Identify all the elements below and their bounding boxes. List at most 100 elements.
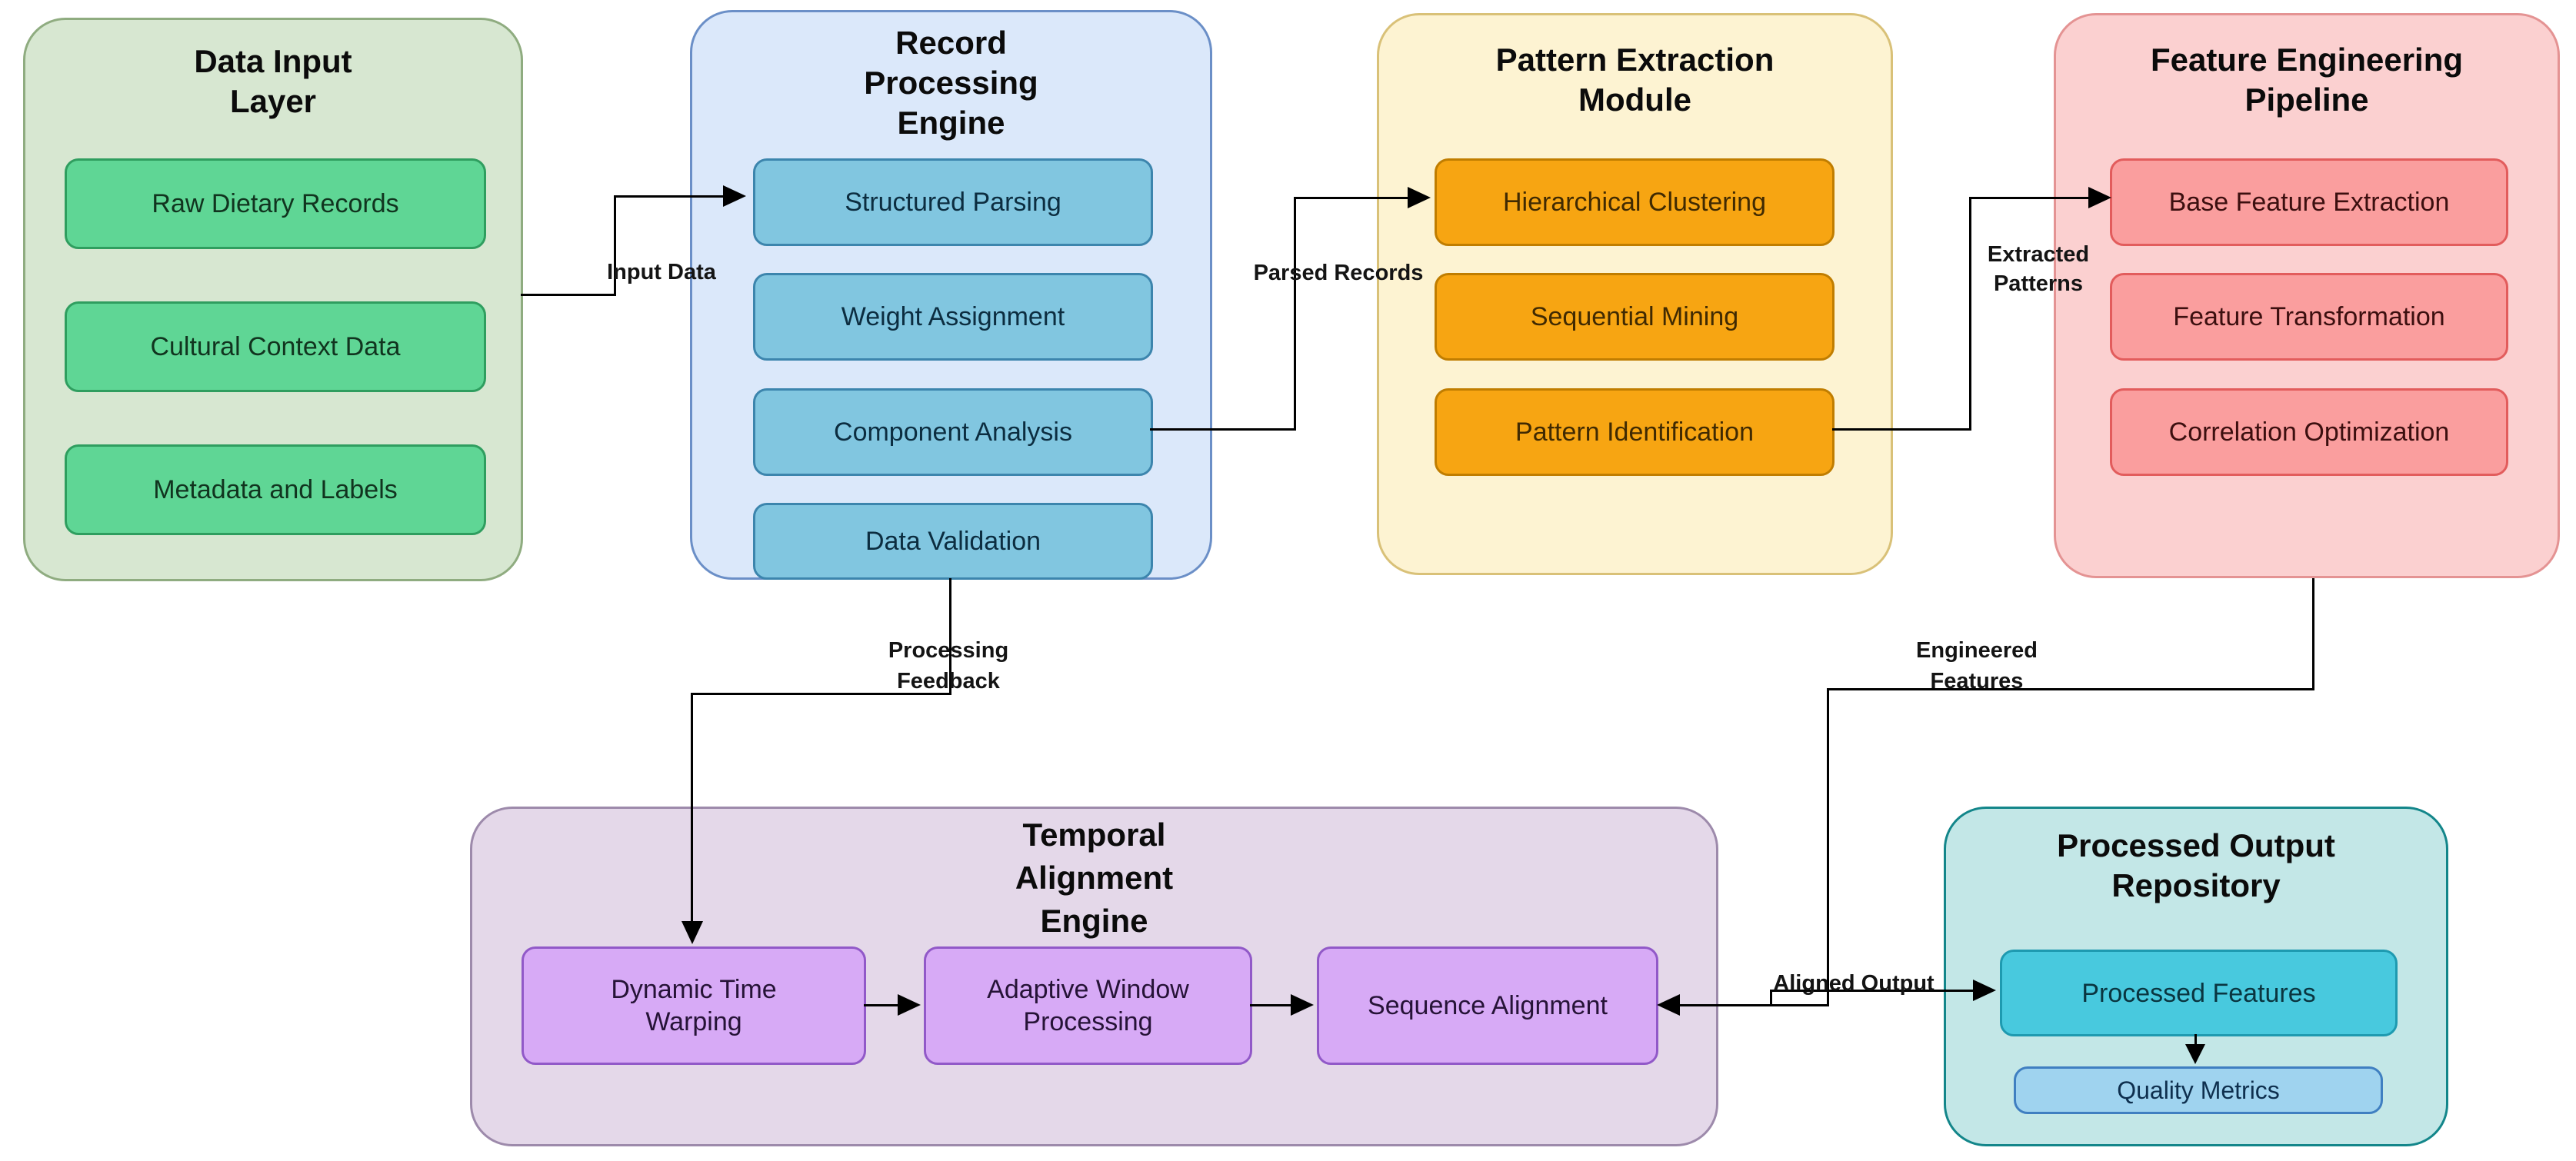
title-line: Data Input (194, 43, 352, 79)
node-label: Data Validation (865, 527, 1041, 556)
node-raw-dietary-records: Raw Dietary Records (65, 158, 486, 249)
container-title-feature-engineering-pipeline: Feature Engineering Pipeline (2056, 40, 2558, 120)
container-title-processed-output-repository: Processed Output Repository (1946, 826, 2446, 906)
node-label: Base Feature Extraction (2168, 188, 2450, 217)
edge-aligned-output-arrowhead (1973, 980, 1996, 1001)
node-hierarchical-clustering: Hierarchical Clustering (1435, 158, 1835, 246)
edge-dtw-awp-arrowhead (898, 994, 921, 1016)
edge-awp-sa-arrowhead (1291, 994, 1314, 1016)
node-processed-features: Processed Features (2000, 950, 2398, 1036)
edge-label-processing-feedback: Processing Feedback (888, 638, 1009, 694)
edge-processing-feedback-segment (949, 578, 951, 695)
node-label: Feature Transformation (2173, 302, 2445, 331)
edge-extracted-patterns-segment (1969, 198, 1971, 431)
node-label: Cultural Context Data (150, 332, 401, 361)
edge-input-data-arrowhead (723, 185, 746, 207)
container-title-data-input-layer: Data Input Layer (25, 42, 521, 121)
container-title-pattern-extraction-module: Pattern Extraction Module (1379, 40, 1891, 120)
edge-label-aligned-output: Aligned Output (1773, 971, 1934, 996)
node-label: Correlation Optimization (2168, 417, 2450, 447)
edge-pf-qm-arrowhead (2185, 1044, 2205, 1064)
node-data-validation: Data Validation (753, 503, 1153, 580)
title-line: Pattern Extraction (1495, 42, 1775, 78)
title-line: Engine (1040, 903, 1148, 939)
node-label: Metadata and Labels (153, 475, 398, 504)
container-pattern-extraction-module: Pattern Extraction Module Hierarchical C… (1377, 13, 1893, 575)
node-label: Quality Metrics (2117, 1076, 2280, 1104)
container-feature-engineering-pipeline: Feature Engineering Pipeline Base Featur… (2054, 13, 2560, 578)
edge-parsed-records-arrowhead (1408, 187, 1431, 208)
node-label: Structured Parsing (845, 188, 1061, 217)
node-label: Component Analysis (834, 417, 1072, 447)
node-label: Sequential Mining (1530, 302, 1739, 331)
title-line: Processing (864, 65, 1038, 101)
edge-engineered-features-segment (1827, 688, 1829, 1006)
edge-input-data-segment (521, 294, 615, 296)
edge-parsed-records-segment (1294, 198, 1296, 431)
title-line: Processed Output (2057, 827, 2335, 863)
node-component-analysis: Component Analysis (753, 388, 1153, 476)
node-label: Hierarchical Clustering (1502, 188, 1766, 217)
title-line: Record (895, 25, 1007, 61)
edge-extracted-patterns-segment (1969, 197, 2090, 199)
edge-aligned-output-segment (1770, 990, 1772, 1006)
edge-processing-feedback-segment (691, 693, 951, 695)
title-line: Layer (229, 83, 317, 119)
edge-parsed-records-segment (1294, 197, 1409, 199)
title-line: Module (1578, 82, 1691, 118)
edge-label-engineered-features: Engineered Features (1916, 638, 2038, 694)
edge-dtw-awp-segment (864, 1004, 900, 1006)
title-line: Engine (897, 105, 1005, 141)
node-weight-assignment: Weight Assignment (753, 273, 1153, 361)
container-data-input-layer: Data Input Layer Raw Dietary Records Cul… (23, 18, 523, 581)
node-label: Sequence Alignment (1368, 991, 1608, 1020)
node-pattern-identification: Pattern Identification (1435, 388, 1835, 476)
node-label: Pattern Identification (1515, 417, 1754, 447)
edge-extracted-patterns-segment (1832, 428, 1971, 431)
edge-input-data-segment (614, 196, 616, 296)
title-line: Repository (2111, 867, 2281, 903)
edge-awp-sa-segment (1250, 1004, 1293, 1006)
node-label: Raw Dietary Records (152, 189, 399, 218)
title-line: Alignment (1015, 860, 1174, 896)
node-sequential-mining: Sequential Mining (1435, 273, 1835, 361)
node-label-line: Adaptive Window (987, 975, 1189, 1004)
edge-processing-feedback-arrowhead (681, 921, 703, 944)
node-label: Weight Assignment (841, 302, 1065, 331)
node-dynamic-time-warping: Dynamic Time Warping (522, 946, 866, 1065)
edge-label-input-data: Input Data (607, 260, 716, 284)
node-label-line: Processing (1023, 1007, 1153, 1036)
edge-engineered-features-segment (1679, 1004, 1829, 1006)
edge-parsed-records-segment (1150, 428, 1296, 431)
node-base-feature-extraction: Base Feature Extraction (2110, 158, 2508, 246)
node-cultural-context-data: Cultural Context Data (65, 301, 486, 392)
edge-engineered-features-arrowhead (1657, 994, 1680, 1016)
container-title-record-processing-engine: Record Processing Engine (692, 23, 1210, 143)
container-title-temporal-alignment-engine: Temporal Alignment Engine (472, 813, 1716, 943)
node-structured-parsing: Structured Parsing (753, 158, 1153, 246)
edge-aligned-output-segment (1770, 990, 1974, 992)
node-sequence-alignment: Sequence Alignment (1317, 946, 1658, 1065)
node-metadata-and-labels: Metadata and Labels (65, 444, 486, 535)
edge-pf-qm-segment (2194, 1034, 2197, 1046)
edge-input-data-segment (614, 195, 725, 198)
node-label-line: Dynamic Time (611, 975, 777, 1004)
node-label-line: Warping (645, 1007, 742, 1036)
node-feature-transformation: Feature Transformation (2110, 273, 2508, 361)
container-record-processing-engine: Record Processing Engine Structured Pars… (690, 10, 1212, 580)
node-adaptive-window-processing: Adaptive Window Processing (924, 946, 1252, 1065)
node-correlation-optimization: Correlation Optimization (2110, 388, 2508, 476)
edge-label-extracted-patterns: Extracted Patterns (1987, 242, 2090, 296)
node-label: Processed Features (2081, 978, 2316, 1008)
edge-processing-feedback-segment (691, 693, 693, 923)
edge-engineered-features-segment (1827, 688, 2314, 690)
node-quality-metrics: Quality Metrics (2014, 1066, 2383, 1114)
container-temporal-alignment-engine: Temporal Alignment Engine Dynamic Time W… (470, 807, 1718, 1146)
title-line: Feature Engineering (2150, 42, 2464, 78)
edge-engineered-features-segment (2312, 578, 2314, 690)
title-line: Pipeline (2244, 82, 2369, 118)
edge-extracted-patterns-arrowhead (2088, 187, 2111, 208)
container-processed-output-repository: Processed Output Repository Processed Fe… (1944, 807, 2448, 1146)
edge-label-parsed-records: Parsed Records (1253, 261, 1424, 285)
